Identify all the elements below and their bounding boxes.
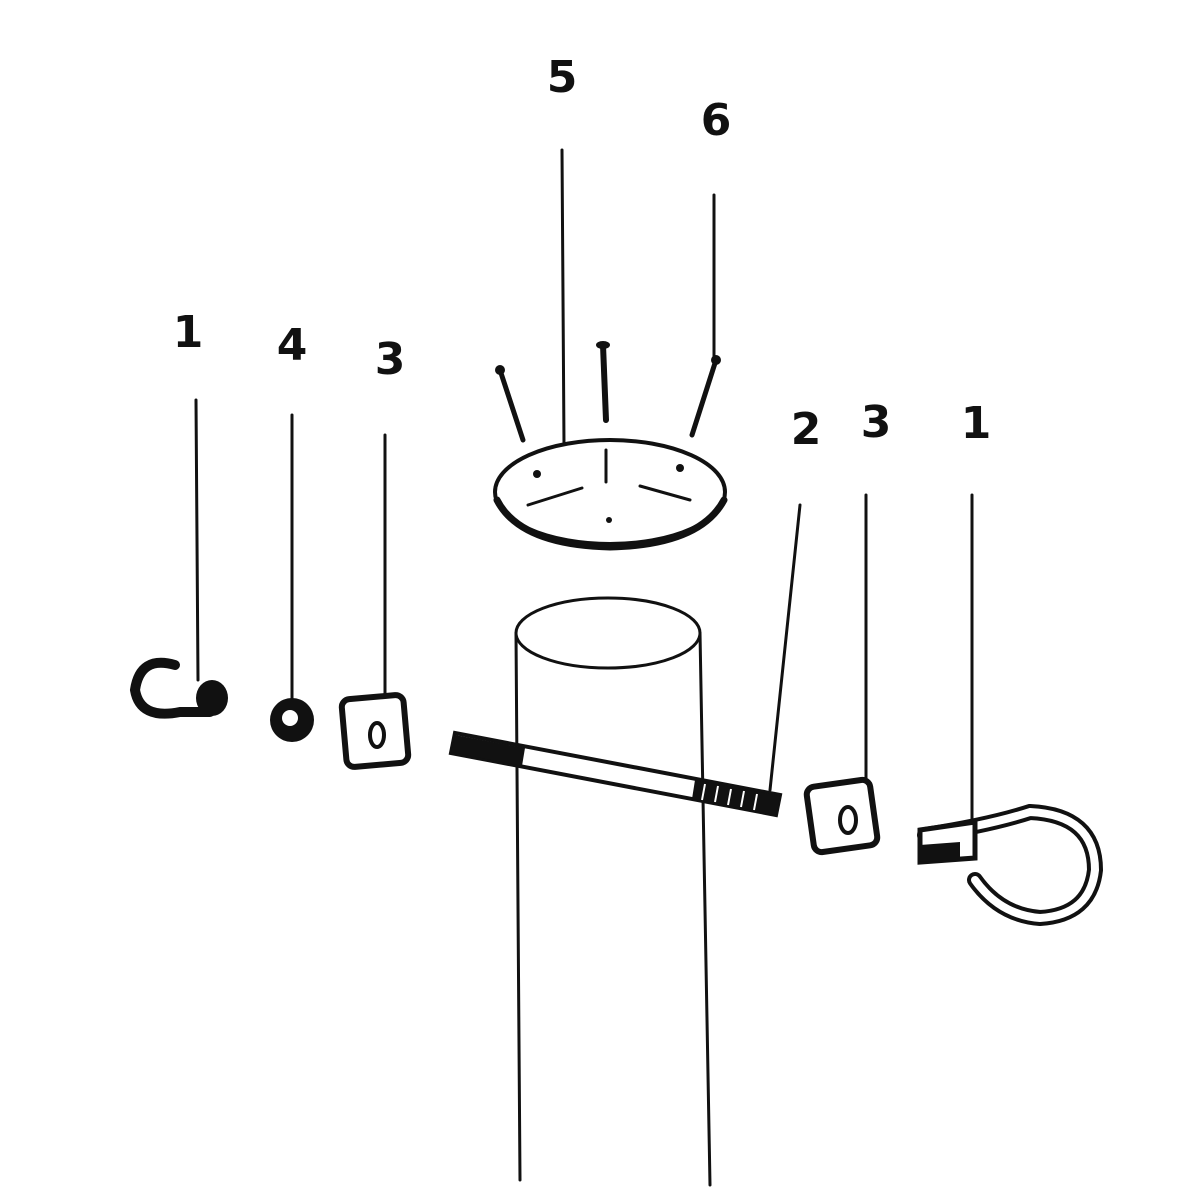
hook-right <box>917 803 1104 927</box>
label-washer-left: 3 <box>375 334 406 385</box>
label-disc: 5 <box>547 52 578 103</box>
nails <box>495 341 721 443</box>
pipe <box>514 596 712 1187</box>
label-hook-right: 1 <box>961 398 992 449</box>
label-nut: 4 <box>277 320 308 371</box>
disc-cap <box>493 438 728 551</box>
nut <box>270 698 314 742</box>
label-bolt: 2 <box>791 404 822 455</box>
threaded-rod <box>448 730 783 818</box>
washer-left <box>338 692 412 770</box>
washer-right <box>803 776 881 856</box>
label-hook-left: 1 <box>173 307 204 358</box>
label-washer-right: 3 <box>861 397 892 448</box>
hook-left <box>129 657 228 719</box>
leader-lines <box>194 148 974 832</box>
label-nails: 6 <box>701 95 732 146</box>
